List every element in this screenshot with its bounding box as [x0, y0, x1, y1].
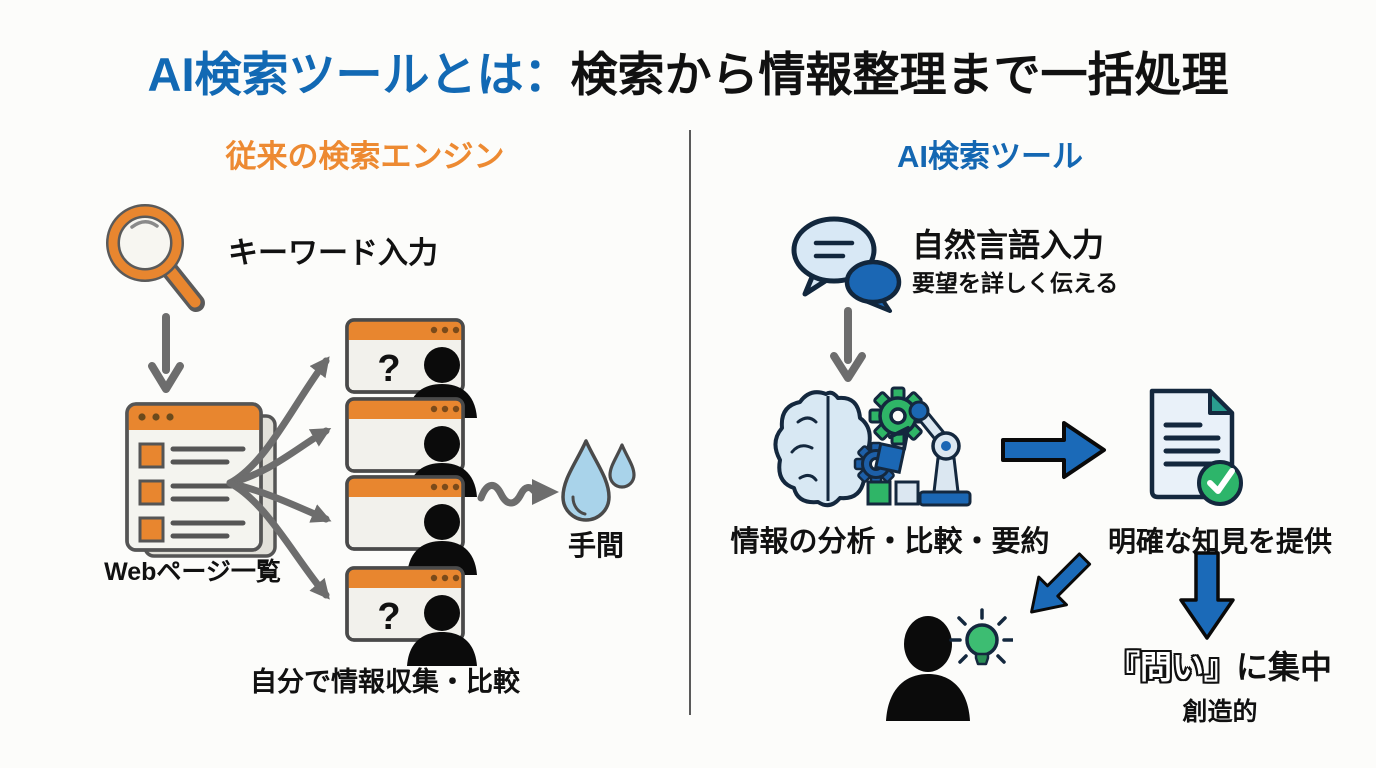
diagonal-arrow-icon	[1030, 552, 1092, 614]
page-title-highlight: AI検索ツールとは：	[147, 48, 571, 101]
left-column-heading: 従来の検索エンジン	[225, 139, 505, 174]
page-title-rest: 検索から情報整理まで一括処理	[570, 48, 1229, 101]
natural-input-sublabel: 要望を詳しく伝える	[912, 270, 1119, 296]
down-arrow-blue-icon	[1179, 551, 1235, 640]
fanout-arrows-icon	[226, 356, 332, 600]
page-title: AI検索ツールとは：検索から情報整理まで一括処理	[0, 36, 1376, 105]
robot-arm-icon	[866, 400, 972, 507]
browser-window-person-icon	[345, 475, 477, 575]
down-arrow-icon	[148, 313, 184, 393]
person-idea-icon	[886, 608, 1013, 721]
focus-label-rest: に集中	[1236, 649, 1333, 685]
focus-label-quoted: 『問い』	[1107, 649, 1236, 685]
chat-bubbles-icon	[791, 216, 902, 313]
lightbulb-icon	[949, 608, 1013, 666]
natural-input-label: 自然言語入力	[912, 227, 1105, 263]
down-arrow-icon	[830, 307, 866, 382]
focus-label: 『問い』に集中	[1080, 642, 1360, 688]
brain-icon	[773, 390, 874, 508]
self-collect-label: 自分で情報収集・比較	[250, 667, 520, 697]
document-check-icon	[1149, 388, 1243, 506]
hassle-label: 手間	[567, 530, 624, 561]
right-column-heading: AI検索ツール	[897, 139, 1083, 174]
analysis-label: 情報の分析・比較・要約	[730, 526, 1050, 558]
question-mark: ?	[377, 348, 400, 390]
browser-window-person-icon: ?	[345, 566, 477, 666]
web-page-list-icon	[125, 402, 277, 558]
web-list-label: Webページ一覧	[104, 558, 281, 586]
magnifier-icon	[106, 204, 205, 312]
sweat-drops-icon	[561, 439, 636, 522]
creative-label: 創造的	[1182, 698, 1258, 726]
squiggle-arrow-icon	[477, 479, 559, 507]
right-arrow-icon	[1001, 421, 1106, 479]
person-silhouette-icon	[886, 616, 970, 721]
question-mark: ?	[377, 596, 400, 638]
brain-robot-icon	[773, 386, 972, 508]
keyword-input-label: キーワード入力	[228, 237, 438, 270]
column-divider	[689, 130, 691, 715]
insight-label: 明確な知見を提供	[1107, 526, 1332, 557]
